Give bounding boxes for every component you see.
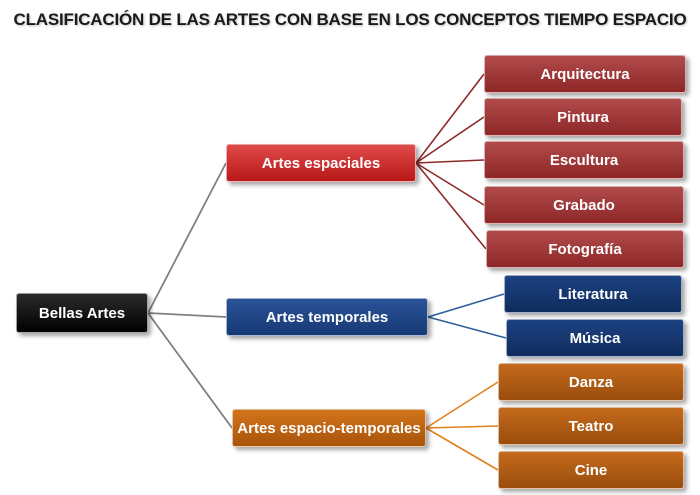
leaf-node-grabado: Grabado (484, 186, 684, 224)
connector-espaciales-pintura (415, 116, 485, 164)
branch-node-label: Artes espacio-temporales (237, 419, 421, 437)
connector-espacio-temporales-danza (425, 381, 499, 429)
leaf-node-danza: Danza (498, 363, 684, 401)
leaf-node-label: Literatura (558, 285, 628, 303)
connector-root-temporales (147, 312, 227, 318)
connector-temporales-musica (427, 316, 507, 339)
root-node-bellas-artes: Bellas Artes (16, 293, 148, 333)
leaf-node-pintura: Pintura (484, 98, 682, 136)
leaf-node-label: Pintura (557, 108, 609, 126)
leaf-node-label: Teatro (568, 417, 614, 435)
leaf-node-label: Grabado (553, 196, 615, 214)
connector-espaciales-fotografia (415, 162, 487, 250)
connector-espacio-temporales-teatro (425, 425, 499, 429)
connector-root-espaciales (147, 162, 227, 314)
leaf-node-fotografia: Fotografía (486, 230, 684, 268)
leaf-node-label: Cine (574, 461, 608, 479)
connector-espacio-temporales-cine (425, 427, 499, 471)
leaf-node-arquitectura: Arquitectura (484, 55, 686, 93)
branch-node-label: Artes espaciales (261, 154, 381, 172)
leaf-node-label: Fotografía (548, 240, 622, 258)
leaf-node-label: Arquitectura (540, 65, 630, 83)
branch-node-label: Artes temporales (265, 308, 389, 326)
branch-node-artes-temporales: Artes temporales (226, 298, 428, 336)
branch-node-artes-espaciales: Artes espaciales (226, 144, 416, 182)
branch-node-artes-espacio-temporales: Artes espacio-temporales (232, 409, 426, 447)
leaf-node-label: Escultura (549, 151, 619, 169)
leaf-node-label: Danza (568, 373, 614, 391)
leaf-node-label: Música (569, 329, 621, 347)
leaf-node-teatro: Teatro (498, 407, 684, 445)
connector-root-espacio-temporales (147, 312, 233, 429)
leaf-node-literatura: Literatura (504, 275, 682, 313)
connector-temporales-literatura (427, 293, 505, 318)
leaf-node-escultura: Escultura (484, 141, 684, 179)
connector-espaciales-grabado (415, 162, 485, 206)
diagram-title: CLASIFICACIÓN DE LAS ARTES CON BASE EN L… (13, 10, 687, 29)
root-node-label: Bellas Artes (38, 304, 126, 322)
connector-espaciales-escultura (415, 159, 485, 164)
leaf-node-cine: Cine (498, 451, 684, 489)
connector-espaciales-arquitectura (415, 73, 485, 164)
leaf-node-musica: Música (506, 319, 684, 357)
